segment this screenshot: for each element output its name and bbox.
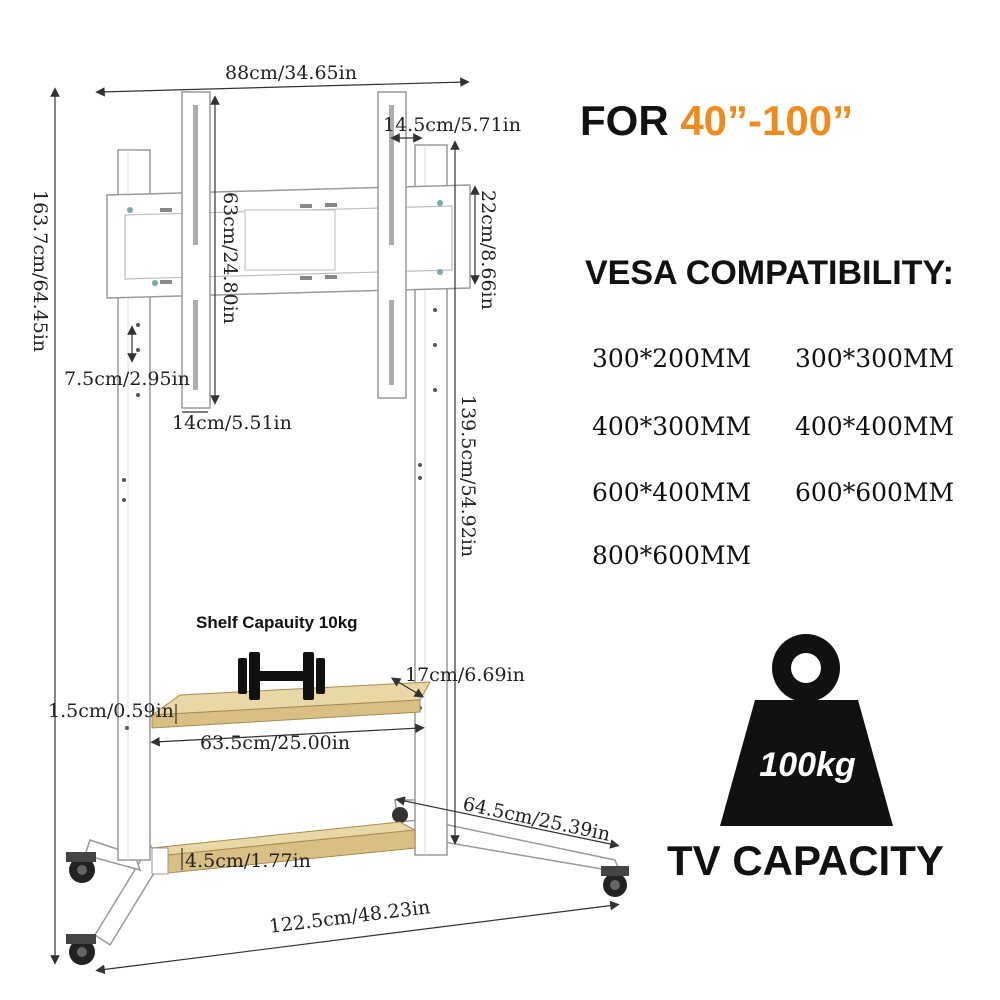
vesa-size: 300*200MM xyxy=(592,344,752,373)
mounting-plate xyxy=(106,184,471,299)
plate-height-label: 22cm/8.66in xyxy=(477,190,499,310)
dimension-lines xyxy=(50,77,620,975)
shelf-depth-label: 17cm/6.69in xyxy=(405,664,525,686)
rail-spacing-label: 14cm/5.51in xyxy=(172,412,292,434)
shelf-width-label: 63.5cm/25.00in xyxy=(200,732,351,754)
rail-width-label: 14.5cm/5.71in xyxy=(383,114,521,136)
dumbbell-icon xyxy=(238,652,325,700)
vesa-size: 600*600MM xyxy=(795,478,955,507)
tv-size-range: 40”-100” xyxy=(680,97,854,144)
vesa-size: 800*600MM xyxy=(592,541,752,570)
shelf xyxy=(150,681,431,729)
tv-size-headline: FOR 40”-100” xyxy=(580,100,853,142)
rail-height-label: 63cm/24.80in xyxy=(219,192,241,324)
weight-capacity-value: 100kg xyxy=(759,746,856,784)
vesa-size: 300*300MM xyxy=(795,344,955,373)
total-height-label: 163.7cm/64.45in xyxy=(29,190,51,353)
vesa-title: VESA COMPATIBILITY: xyxy=(585,254,954,292)
hole-spacing-label: 7.5cm/2.95in xyxy=(64,368,190,390)
shelf-capacity-label: Shelf Capauity 10kg xyxy=(196,613,358,632)
caster-wheels xyxy=(66,807,629,965)
beam-height-label: 4.5cm/1.77in xyxy=(185,850,311,872)
vesa-size: 400*400MM xyxy=(795,412,955,441)
column-height-label: 139.5cm/54.92in xyxy=(457,395,479,558)
vesa-rails xyxy=(181,91,407,409)
weight-icon xyxy=(720,634,893,826)
vesa-size: 400*300MM xyxy=(592,412,752,441)
vesa-size: 600*400MM xyxy=(592,478,752,507)
tv-capacity-label: TV CAPACITY xyxy=(667,837,944,884)
shelf-thickness-label: 1.5cm/0.59in xyxy=(48,700,174,722)
bracket-width-label: 88cm/34.65in xyxy=(225,62,357,84)
bottom-beam xyxy=(150,821,417,875)
headline-prefix: FOR xyxy=(580,97,681,144)
